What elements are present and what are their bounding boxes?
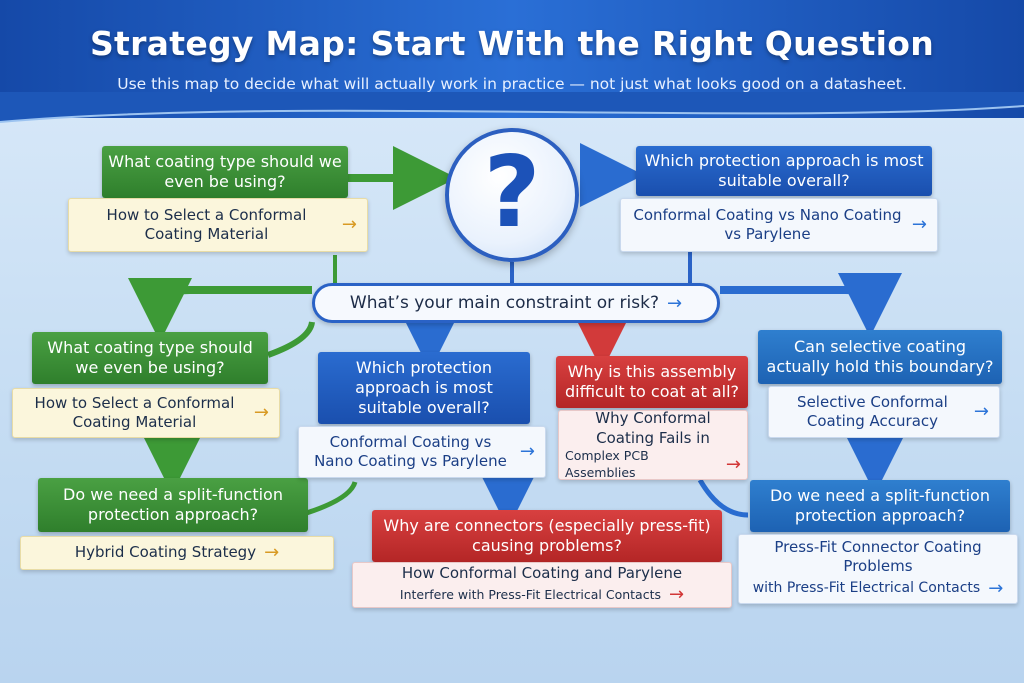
center-left-answer-link[interactable]: Conformal Coating vs Nano Coating vs Par…: [298, 426, 546, 478]
right-bottom-answer-link[interactable]: Press-Fit Connector Coating Problems wit…: [738, 534, 1018, 604]
arrow-right-icon: →: [264, 542, 280, 564]
left-bottom-question: Do we need a split-function protection a…: [38, 478, 308, 532]
top-left-question: What coating type should we even be usin…: [102, 146, 348, 198]
left-bottom-answer-label: Hybrid Coating Strategy: [74, 543, 257, 562]
bottom-center-answer-link[interactable]: How Conformal Coating and Parylene Inter…: [352, 562, 732, 608]
arrow-right-icon: →: [519, 441, 535, 463]
top-left-answer-label: How to Select a Conformal Coating Materi…: [106, 205, 307, 244]
center-right-answer-link[interactable]: Why Conformal Coating Fails in Complex P…: [558, 409, 748, 480]
header-wave: [0, 92, 1024, 123]
arrow-right-icon: →: [253, 402, 269, 424]
top-left-answer-link[interactable]: How to Select a Conformal Coating Materi…: [68, 198, 368, 252]
left-mid-answer-link[interactable]: How to Select a Conformal Coating Materi…: [12, 388, 280, 438]
right-mid-question: Can selective coating actually hold this…: [758, 330, 1002, 384]
question-mark-icon: ?: [445, 128, 579, 262]
left-mid-question: What coating type should we even be usin…: [32, 332, 268, 384]
center-left-answer-label: Conformal Coating vs Nano Coating vs Par…: [314, 432, 507, 471]
page-title: Strategy Map: Start With the Right Quest…: [89, 24, 935, 63]
top-right-answer-label: Conformal Coating vs Nano Coating vs Par…: [633, 205, 902, 244]
bottom-center-answer-main: How Conformal Coating and Parylene: [401, 563, 683, 582]
center-left-question: Which protection approach is most suitab…: [318, 352, 530, 424]
bottom-center-answer-sub: Interfere with Press-Fit Electrical Cont…: [399, 586, 661, 602]
bottom-center-question: Why are connectors (especially press-fit…: [372, 510, 722, 562]
arrow-right-icon: →: [667, 292, 683, 314]
center-right-answer-sub: Complex PCB Assemblies: [565, 448, 649, 480]
right-bottom-answer-main: Press-Fit Connector Coating Problems: [774, 537, 982, 576]
arrow-right-icon: →: [911, 214, 927, 236]
right-mid-answer-label: Selective Conformal Coating Accuracy: [797, 392, 948, 431]
main-constraint-label: What’s your main constraint or risk?: [349, 293, 659, 313]
right-mid-answer-link[interactable]: Selective Conformal Coating Accuracy →: [768, 386, 1000, 438]
page-subtitle: Use this map to decide what will actuall…: [117, 75, 907, 93]
top-right-question: Which protection approach is most suitab…: [636, 146, 932, 196]
main-constraint-pill[interactable]: What’s your main constraint or risk? →: [312, 283, 720, 323]
left-mid-answer-label: How to Select a Conformal Coating Materi…: [34, 393, 235, 432]
center-right-answer-main: Why Conformal Coating Fails in: [595, 409, 711, 447]
arrow-right-icon: →: [341, 214, 357, 236]
left-bottom-answer-link[interactable]: Hybrid Coating Strategy →: [20, 536, 334, 570]
question-mark-glyph: ?: [483, 136, 541, 250]
arrow-right-icon: →: [725, 453, 741, 475]
top-right-answer-link[interactable]: Conformal Coating vs Nano Coating vs Par…: [620, 198, 938, 252]
arrow-right-icon: →: [988, 577, 1004, 599]
arrow-right-icon: →: [668, 584, 685, 606]
right-bottom-question: Do we need a split-function protection a…: [750, 480, 1010, 532]
center-right-question: Why is this assembly difficult to coat a…: [556, 356, 748, 408]
right-bottom-answer-sub: with Press-Fit Electrical Contacts: [752, 580, 981, 597]
arrow-right-icon: →: [973, 401, 989, 423]
